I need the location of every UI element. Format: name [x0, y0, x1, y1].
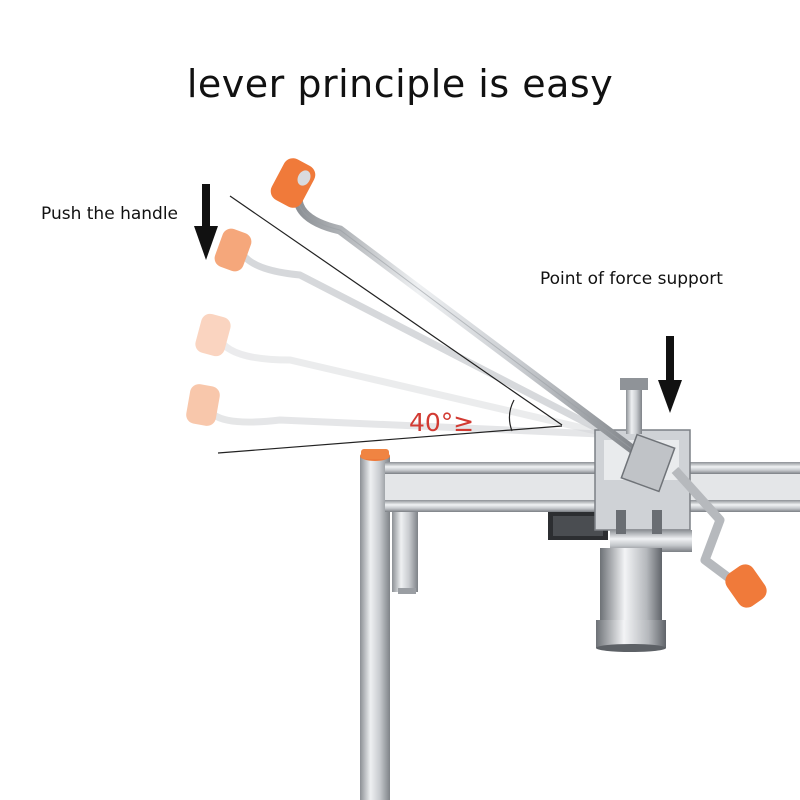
stand-post: [360, 449, 390, 800]
support-arrow-icon: [658, 336, 682, 413]
force-support-label: Point of force support: [540, 269, 723, 289]
main-lever-handle: [270, 158, 645, 460]
angle-arc: [508, 399, 515, 432]
lever-link: [620, 433, 676, 493]
ghost-handle-2: [195, 313, 604, 436]
angle-line-lower: [217, 425, 563, 454]
frame-rail: [385, 462, 800, 594]
top-bolt: [620, 378, 648, 434]
noodle-cylinder: [596, 548, 666, 652]
angle-line-upper: [229, 195, 563, 426]
push-handle-label: Push the handle: [41, 204, 179, 224]
page-title: lever principle is easy: [186, 62, 614, 106]
angle-label: 40°≥: [409, 408, 475, 437]
push-arrow-icon: [194, 184, 218, 260]
crank-arm: [671, 466, 767, 608]
ghost-handle-1: [214, 228, 604, 434]
ghost-handle-3: [186, 384, 604, 438]
